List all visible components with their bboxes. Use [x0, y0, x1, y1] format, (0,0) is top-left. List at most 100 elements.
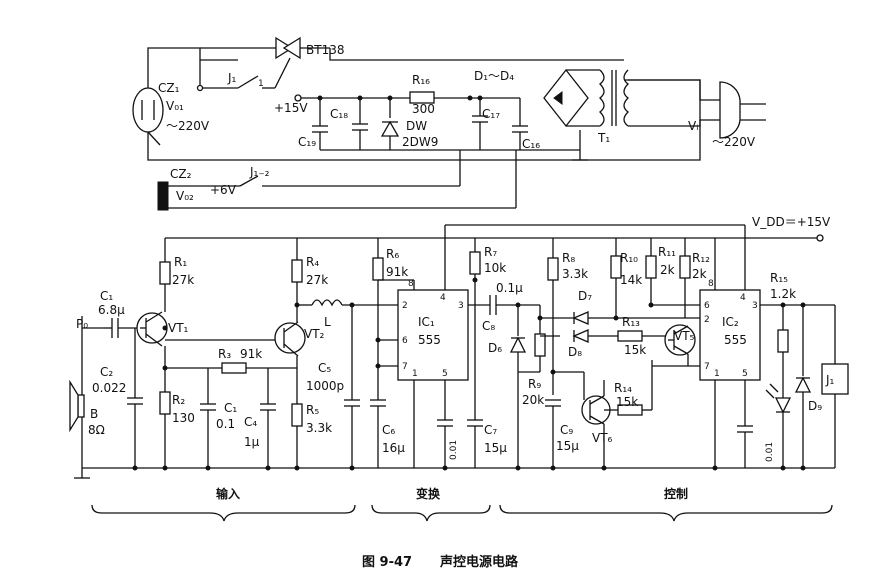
r7-label: R₇ — [484, 245, 497, 259]
r2-label: R₂ — [172, 393, 185, 407]
r13-label: R₁₃ — [622, 315, 640, 329]
t1-label: T₁ — [597, 131, 610, 145]
r15-value: 1.2k — [770, 287, 796, 301]
c19-label: C₁₉ — [298, 135, 316, 149]
d7-label: D₇ — [578, 289, 592, 303]
r8-label: R₈ — [562, 251, 575, 265]
ic1-555-chip — [397, 289, 469, 381]
c7-value: 15μ — [484, 441, 507, 455]
figure-title: 声控电源电路 — [439, 554, 519, 570]
r4-value: 27k — [306, 273, 328, 287]
power-supply-section: CZ₁ V₀₁ ～220V J₁ 1 BT138 R₁₆ 300 +15V C₁… — [132, 36, 766, 211]
ic1-pin6: 6 — [402, 336, 408, 346]
vi-label: Vᵢ — [688, 119, 698, 133]
r3-label: R₃ — [218, 347, 231, 361]
dw-label: DW — [406, 119, 427, 133]
vi-value: ～220V — [712, 135, 756, 149]
ic1-pin3: 3 — [458, 301, 464, 311]
vt2-label: VT₂ — [304, 327, 325, 341]
c-001a-value: 0.01 — [449, 440, 459, 460]
c8-label: C₈ — [482, 319, 495, 333]
c-001b-value: 0.01 — [765, 442, 775, 462]
bridge-rectifier-icon — [543, 68, 589, 128]
inductor-icon — [311, 299, 343, 307]
ic2-pin8: 8 — [708, 279, 714, 289]
r10-value: 14k — [620, 273, 642, 287]
ic2-pin6: 6 — [704, 301, 710, 311]
c4-value: 1μ — [244, 435, 260, 449]
plus15v-label: +15V — [274, 101, 308, 115]
r1-value: 27k — [172, 273, 194, 287]
r14-value: 15k — [616, 395, 638, 409]
plus6v-label: +6V — [210, 183, 237, 197]
r3-value: 91k — [240, 347, 262, 361]
c1b-value: 0.1 — [216, 417, 235, 431]
r1-label: R₁ — [174, 255, 187, 269]
control-circuit-section: V_DD＝+15V P₀ C₁ 6.8μ VT₁ R₁ 27k C₂ 0.022… — [69, 215, 849, 570]
control-section-brace — [499, 504, 833, 522]
control-section-label: 控制 — [664, 486, 688, 501]
c16-label: C₁₆ — [522, 137, 540, 151]
c6-value: 16μ — [382, 441, 405, 455]
ic2-pin4: 4 — [740, 293, 746, 303]
convert-section-label: 变换 — [416, 486, 441, 501]
ic2-pin5: 5 — [742, 369, 748, 379]
j1-2-label: J₁₋₂ — [249, 165, 270, 179]
ic2-part: 555 — [724, 333, 747, 347]
ic1-pin8: 8 — [408, 279, 414, 289]
c1-value: 6.8μ — [98, 303, 125, 317]
convert-section-brace — [371, 504, 491, 522]
c5-value: 1000p — [306, 379, 344, 393]
bridge-label: D₁～D₄ — [474, 69, 514, 83]
r16-label: R₁₆ — [412, 73, 430, 87]
vdd-label: V_DD＝+15V — [752, 215, 831, 229]
d8-label: D₈ — [568, 345, 582, 359]
ic2-pin1: 1 — [714, 369, 720, 379]
cz1-label: CZ₁ — [158, 81, 180, 95]
r9-label: R₉ — [528, 377, 541, 391]
cz2-socket-icon — [157, 181, 169, 211]
r8-value: 3.3k — [562, 267, 588, 281]
mains-plug-icon — [719, 81, 741, 139]
figure-number: 图 9-47 — [362, 555, 412, 570]
ic1-pin7: 7 — [402, 362, 408, 372]
ic1-part: 555 — [418, 333, 441, 347]
r14-label: R₁₄ — [614, 381, 632, 395]
c9-label: C₉ — [560, 423, 573, 437]
r12-label: R₁₂ — [692, 251, 710, 265]
transformer-t1-icon — [599, 69, 605, 127]
c8-value: 0.1μ — [496, 281, 523, 295]
c1-label: C₁ — [100, 289, 113, 303]
c2-value: 0.022 — [92, 381, 126, 395]
d6-label: D₆ — [488, 341, 502, 355]
triac-label: BT138 — [306, 43, 344, 57]
c18-label: C₁₈ — [330, 107, 348, 121]
ic1-pin2: 2 — [402, 301, 408, 311]
vt5-transistor-icon — [664, 324, 696, 356]
d9-label: D₉ — [808, 399, 822, 413]
relay-j1-icon — [821, 363, 849, 395]
r6-value: 91k — [386, 265, 408, 279]
ic1-pin5: 5 — [442, 369, 448, 379]
j1-pin-label: 1 — [258, 79, 264, 89]
r10-label: R₁₀ — [620, 251, 638, 265]
r9-value: 20k — [522, 393, 544, 407]
r5-value: 3.3k — [306, 421, 332, 435]
vt6-label: VT₆ — [592, 431, 613, 445]
r16-value: 300 — [412, 102, 435, 116]
r11-label: R₁₁ — [658, 245, 676, 259]
r7-value: 10k — [484, 261, 506, 275]
input-section-brace — [91, 504, 356, 522]
ic2-pin2: 2 — [704, 315, 710, 325]
cz2-label: CZ₂ — [170, 167, 192, 181]
dw-part-label: 2DW9 — [402, 135, 438, 149]
vt1-label: VT₁ — [168, 321, 189, 335]
speaker-icon — [69, 379, 79, 433]
c5-label: C₅ — [318, 361, 331, 375]
vt2-transistor-icon — [274, 322, 306, 354]
r4-label: R₄ — [306, 255, 319, 269]
relay-j1-label: J₁ — [825, 373, 835, 387]
r11-value: 2k — [660, 263, 675, 277]
c6-label: C₆ — [382, 423, 395, 437]
